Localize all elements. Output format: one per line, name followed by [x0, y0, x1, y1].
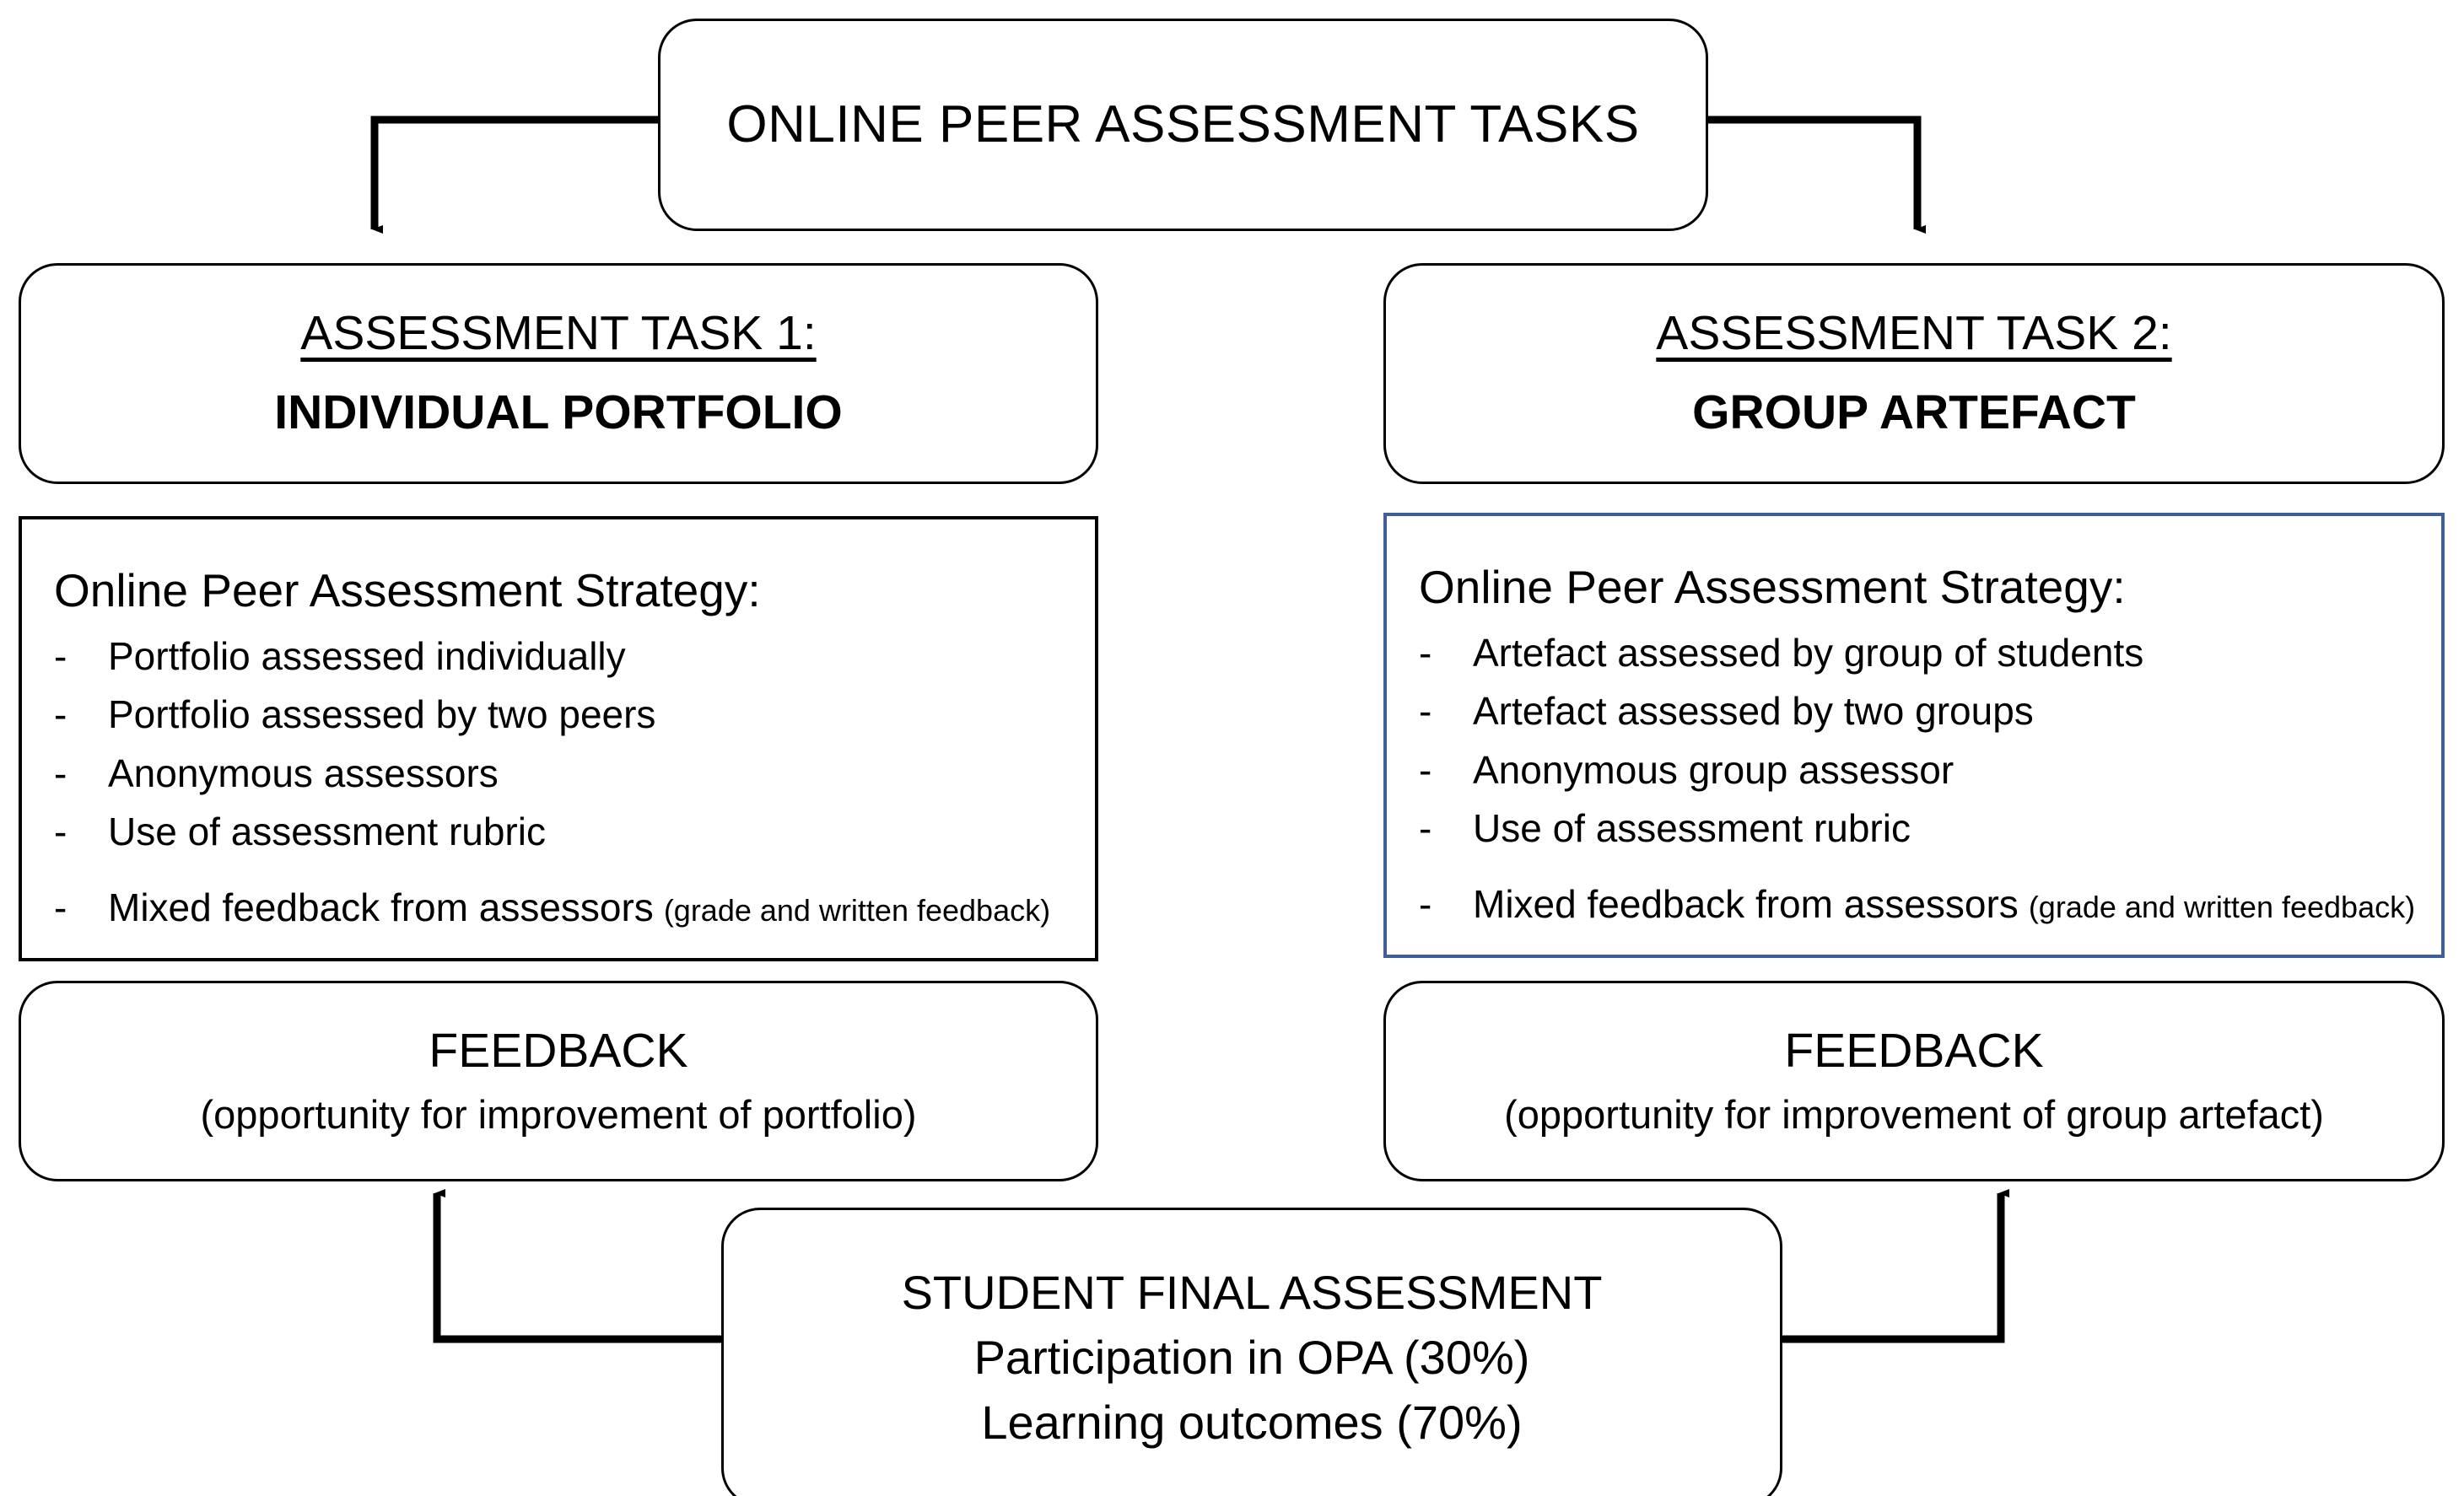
- list-item-text: Mixed feedback from assessors: [108, 885, 654, 929]
- strategy2-bullet-list: - Artefact assessed by group of students…: [1412, 627, 2416, 931]
- dash-marker: -: [54, 885, 67, 929]
- task1-label: ASSESSMENT TASK 1:: [300, 306, 817, 361]
- list-item-text: Anonymous assessors: [108, 751, 499, 795]
- node-assessment-task-1: ASSESSMENT TASK 1: INDIVIDUAL PORTFOLIO: [19, 263, 1098, 484]
- dash-marker: -: [1419, 747, 1432, 792]
- list-item-note: (grade and written feedback): [2028, 889, 2416, 924]
- edge-final-to-feedback1: [433, 1189, 721, 1343]
- node-feedback-task-2: FEEDBACK (opportunity for improvement of…: [1383, 981, 2445, 1181]
- strategy1-bullet-list: - Portfolio assessed individually - Port…: [47, 630, 1070, 934]
- final-participation: Participation in OPA (30%): [973, 1330, 1530, 1384]
- list-item-text: Anonymous group assessor: [1473, 747, 1954, 792]
- list-item: - Portfolio assessed by two peers: [54, 688, 1070, 741]
- dash-marker: -: [54, 751, 67, 795]
- list-item: - Use of assessment rubric: [1419, 802, 2416, 855]
- list-item: - Mixed feedback from assessors (grade a…: [54, 881, 1070, 934]
- node-feedback-task-1: FEEDBACK (opportunity for improvement of…: [19, 981, 1098, 1181]
- final-title: STUDENT FINAL ASSESSMENT: [901, 1265, 1603, 1319]
- feedback1-subtitle: (opportunity for improvement of portfoli…: [200, 1091, 917, 1137]
- dash-marker: -: [54, 633, 67, 678]
- list-item-text: Artefact assessed by group of students: [1473, 630, 2144, 675]
- list-item: - Mixed feedback from assessors (grade a…: [1419, 878, 2416, 931]
- strategy1-content: Online Peer Assessment Strategy: - Portf…: [22, 519, 1095, 939]
- dash-marker: -: [1419, 689, 1432, 734]
- strategy2-heading: Online Peer Assessment Strategy:: [1419, 561, 2126, 613]
- task2-name: GROUP ARTEFACT: [1692, 385, 2136, 439]
- root-title: ONLINE PEER ASSESSMENT TASKS: [726, 94, 1640, 153]
- list-item-text: Portfolio assessed individually: [108, 633, 626, 678]
- edge-root-to-task2: [1708, 116, 1926, 234]
- edge-final-to-feedback2: [1782, 1189, 2009, 1343]
- dash-marker: -: [54, 692, 67, 737]
- list-item: - Portfolio assessed individually: [54, 630, 1070, 683]
- dash-marker: -: [1419, 881, 1432, 926]
- feedback2-subtitle: (opportunity for improvement of group ar…: [1504, 1091, 2324, 1137]
- final-learning-outcomes: Learning outcomes (70%): [981, 1396, 1523, 1450]
- list-item-note: (grade and written feedback): [663, 892, 1051, 928]
- task1-name: INDIVIDUAL PORTFOLIO: [274, 385, 843, 439]
- list-item: - Artefact assessed by group of students: [1419, 627, 2416, 680]
- list-item: - Artefact assessed by two groups: [1419, 685, 2416, 738]
- feedback2-title: FEEDBACK: [1784, 1024, 2044, 1079]
- dash-marker: -: [1419, 806, 1432, 851]
- list-item-text: Artefact assessed by two groups: [1473, 689, 2034, 734]
- node-student-final-assessment: STUDENT FINAL ASSESSMENT Participation i…: [721, 1208, 1782, 1496]
- list-item: - Anonymous assessors: [54, 747, 1070, 800]
- node-strategy-task-1: Online Peer Assessment Strategy: - Portf…: [19, 516, 1098, 961]
- list-item-text: Mixed feedback from assessors: [1473, 881, 2019, 926]
- node-strategy-task-2: Online Peer Assessment Strategy: - Artef…: [1383, 513, 2445, 958]
- list-item-text: Use of assessment rubric: [108, 810, 546, 854]
- node-assessment-task-2: ASSESSMENT TASK 2: GROUP ARTEFACT: [1383, 263, 2445, 484]
- list-item-text: Portfolio assessed by two peers: [108, 692, 656, 737]
- list-item: - Use of assessment rubric: [54, 805, 1070, 858]
- task2-label: ASSESSMENT TASK 2:: [1656, 306, 2172, 361]
- strategy2-content: Online Peer Assessment Strategy: - Artef…: [1387, 516, 2441, 936]
- edge-root-to-task1: [370, 116, 658, 234]
- list-item-text: Use of assessment rubric: [1473, 806, 1911, 851]
- list-item: - Anonymous group assessor: [1419, 744, 2416, 797]
- feedback1-title: FEEDBACK: [429, 1024, 688, 1079]
- strategy1-heading: Online Peer Assessment Strategy:: [54, 564, 761, 616]
- dash-marker: -: [1419, 630, 1432, 675]
- dash-marker: -: [54, 810, 67, 854]
- node-online-peer-assessment-tasks: ONLINE PEER ASSESSMENT TASKS: [658, 19, 1708, 231]
